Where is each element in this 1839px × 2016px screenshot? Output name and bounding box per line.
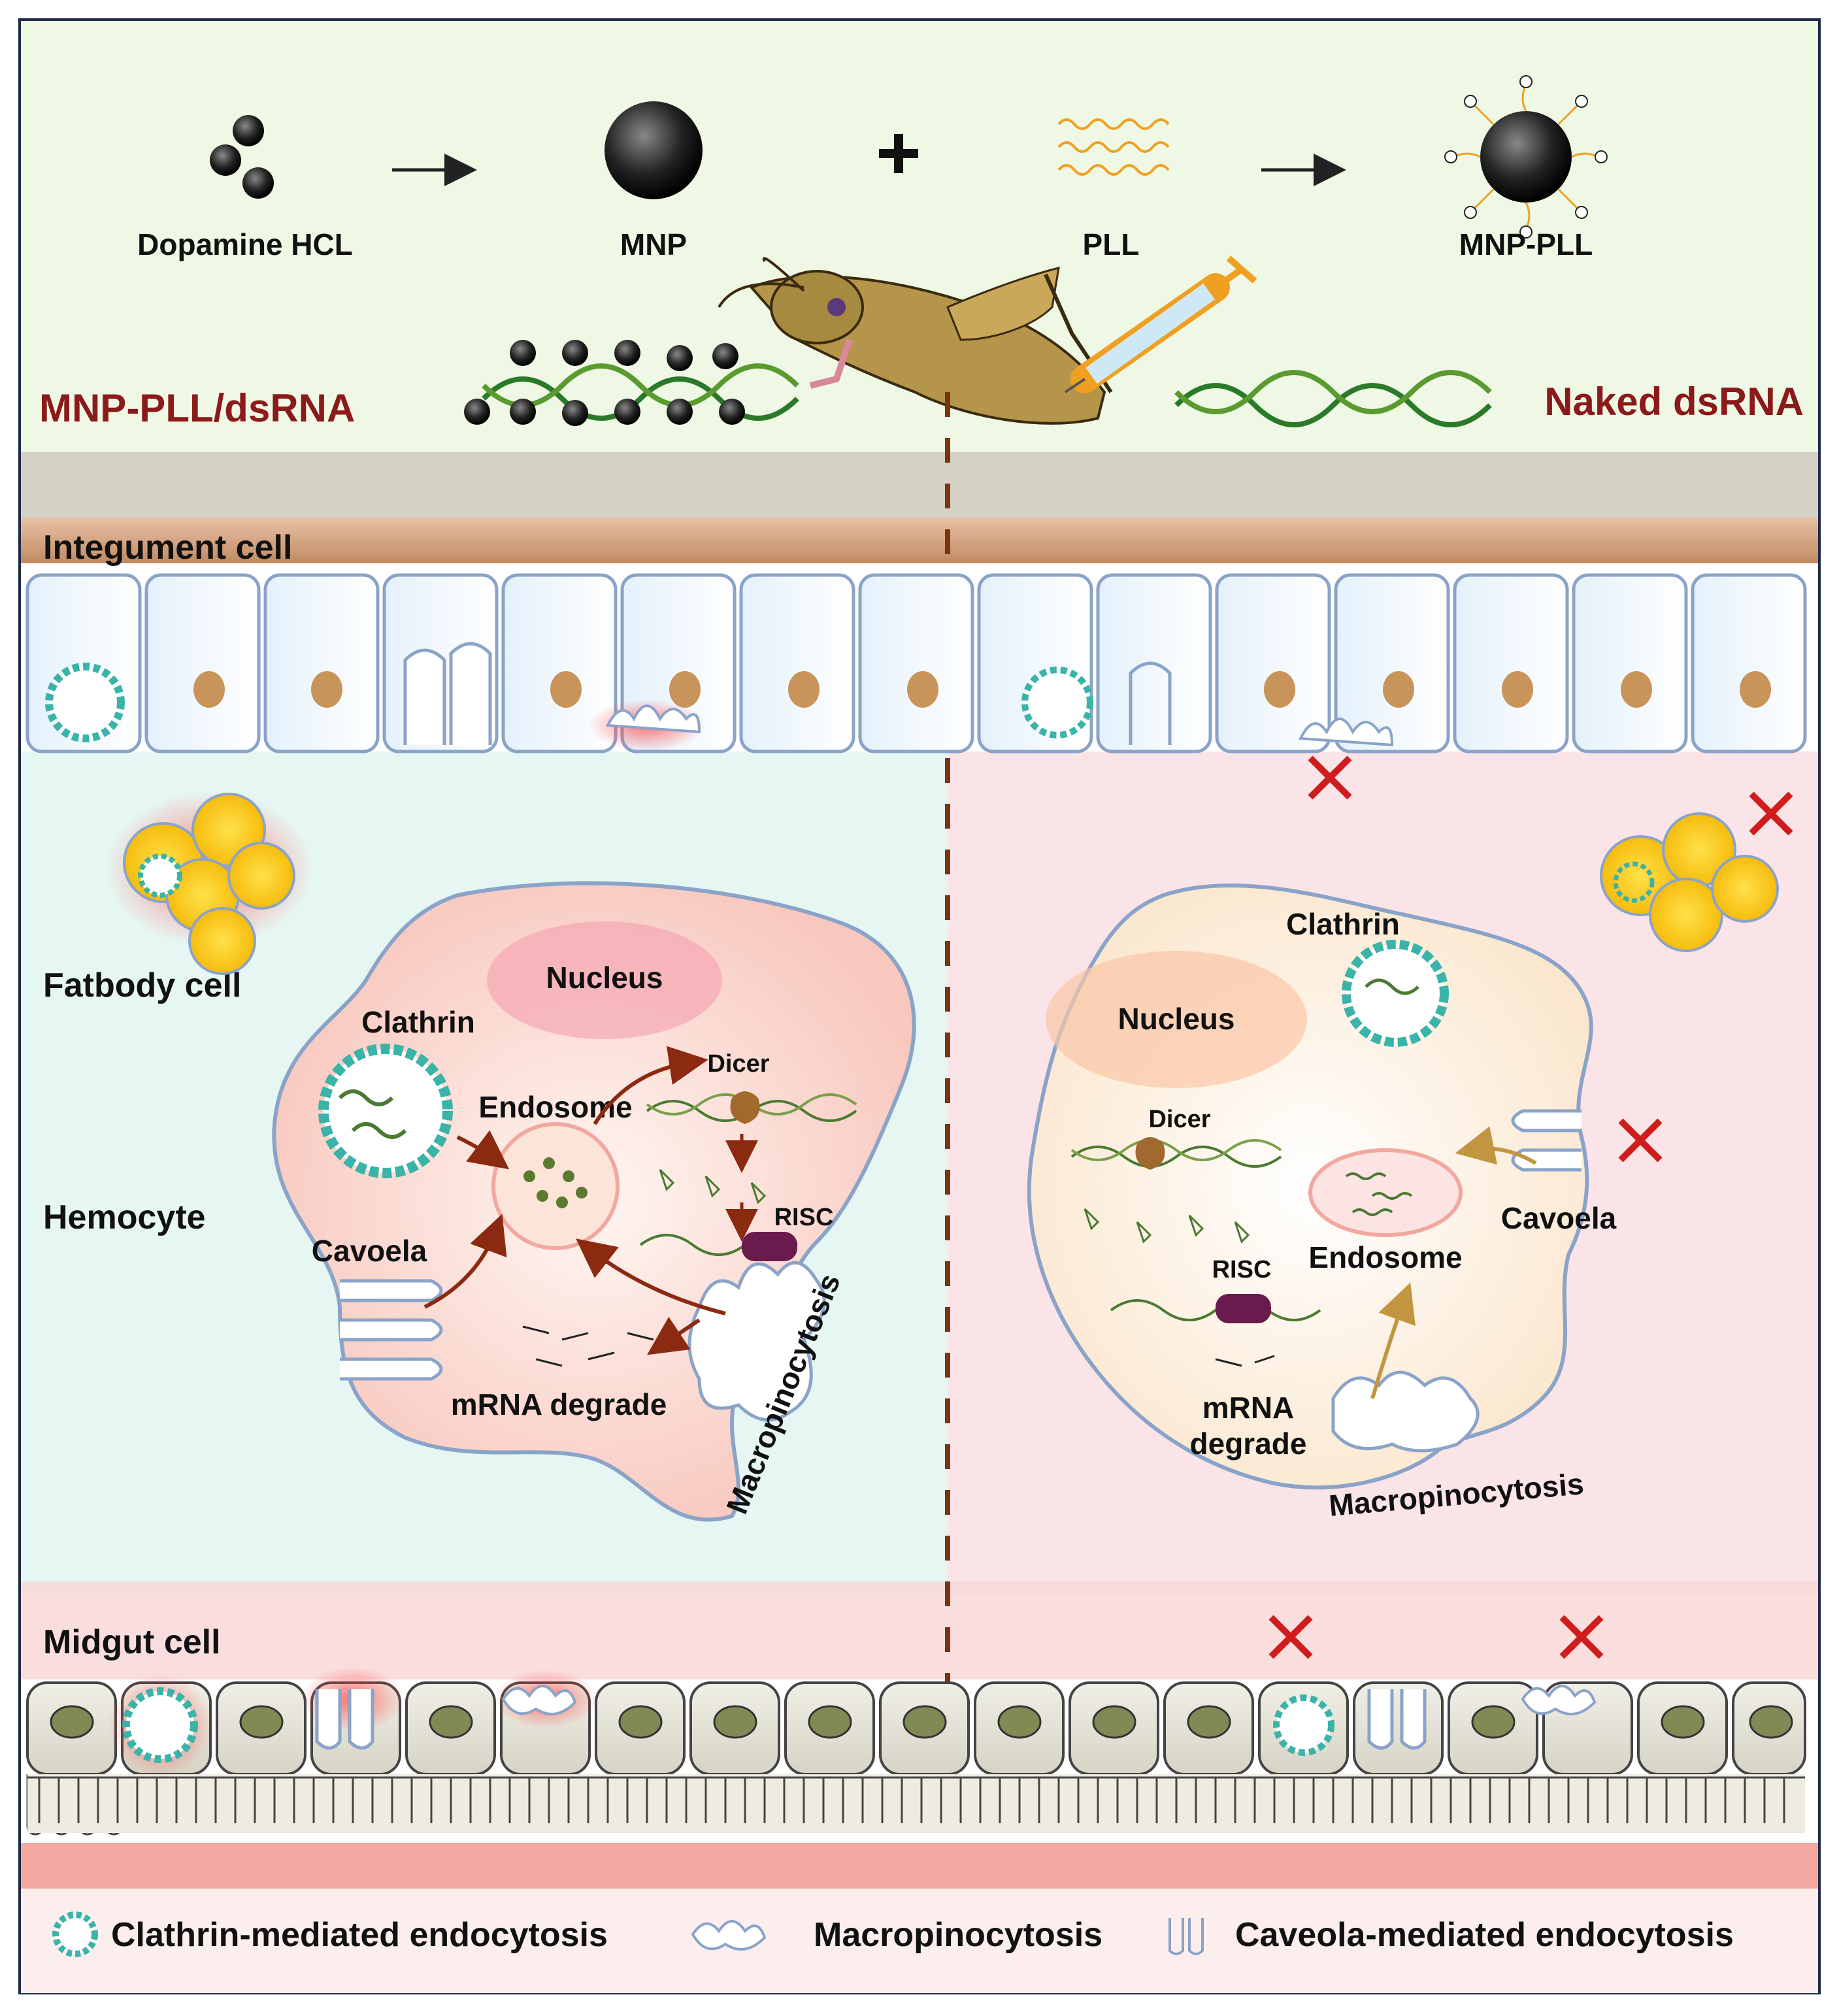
mrna-right-label-1: mRNA [1202,1391,1295,1425]
clathrin-vesicle-left [318,1044,453,1178]
integument-cell-row [25,573,1807,753]
midgut-label: Midgut cell [43,1623,221,1661]
block-cross-caveola [1618,1118,1663,1163]
sirna-left [659,1168,767,1204]
mrna-fragments-right [1215,1355,1275,1367]
clathrin-left-label: Clathrin [361,1005,475,1039]
naked-dsrna-icon [1174,370,1492,427]
integument-nuclei [193,671,1771,708]
treatment-right-label: Naked dsRNA [1544,380,1804,423]
nucleus-left [487,921,722,1039]
mnp-pll-label: MNP-PLL [1459,227,1593,261]
endosome-right [1308,1148,1463,1237]
midgut-basal-band [21,1843,1818,1889]
pll-label: PLL [1083,227,1140,261]
hemocyte-label: Hemocyte [43,1198,206,1236]
legend-clathrin-icon [52,1911,98,1957]
risc-left-icon [639,1232,799,1261]
midgut-microvilli [26,1774,123,1836]
arrow-risc-mrna [647,1317,701,1355]
integument-band [21,518,1818,563]
dopamine-label: Dopamine HCL [137,227,353,261]
complex-dsrna-icon [464,340,799,426]
midgut-uptake-left [108,1666,598,1777]
mnp-pll-icon [1444,75,1608,239]
block-cross-midgut-1 [1268,1615,1313,1659]
dicer-left-label: Dicer [707,1050,769,1078]
integument-label: Integument cell [43,529,292,567]
endosome-right-label: Endosome [1308,1240,1462,1274]
fatbody-label: Fatbody cell [43,967,241,1004]
endosome-left-cargo [523,1157,588,1208]
cuticle-band [21,452,1818,518]
caveola-right-label: Cavoela [1501,1201,1617,1235]
arrow-clathrin-endosome [456,1130,510,1170]
block-cross-midgut-2 [1559,1615,1604,1659]
mnp-particle-icon [605,101,703,199]
arrow-macro-endosome [576,1238,726,1315]
fatbody-left-icon [105,791,314,975]
risc-left-label: RISC [774,1204,834,1231]
dopamine-icon [210,115,274,199]
risc-right-icon [1110,1294,1321,1323]
clathrin-vesicle-right [1342,940,1449,1047]
macropinocytosis-left-icon [688,1261,826,1422]
midgut-brush-border [27,1774,1805,1833]
pll-polymer-icon [1057,118,1170,176]
endosome-left [491,1122,620,1250]
legend-caveola-icon [1168,1918,1204,1955]
locust-icon [718,257,1113,425]
mrna-fragments-left [522,1325,654,1367]
dicer-right-label: Dicer [1148,1106,1210,1133]
caveola-left-icon [340,1279,443,1381]
arrow-macro-endosome-right [1370,1282,1416,1399]
nucleus-left-label: Nucleus [546,961,663,995]
dicer-left-icon [646,1091,857,1124]
risc-right-label: RISC [1212,1256,1272,1283]
clathrin-right-label: Clathrin [1286,907,1400,941]
block-cross-fatbody [1749,791,1793,836]
arrow-endosome-dicer [593,1046,708,1125]
arrow-caveola-endosome-right [1455,1126,1537,1165]
legend-macro-icon [691,1920,767,1951]
nucleus-right [1046,951,1307,1088]
block-cross-integument [1308,755,1352,800]
legend-macro-label: Macropinocytosis [814,1916,1102,1954]
midgut-lumen-bg [21,1581,1818,1679]
legend-caveola-label: Caveola-mediated endocytosis [1235,1916,1734,1954]
syringe-icon [1064,256,1257,393]
macropinocytosis-right-icon [1331,1370,1480,1453]
midgut-uptake-right [1273,1685,1597,1756]
caveola-right-icon [1511,1109,1582,1172]
caveola-left-label: Cavoela [312,1234,427,1268]
legend-clathrin-label: Clathrin-mediated endocytosis [111,1916,608,1954]
integument-uptake-right [1021,661,1394,747]
plus-icon [879,134,918,173]
mrna-right-label-2: degrade [1190,1427,1307,1461]
midgut-nuclei [50,1705,1793,1739]
nucleus-right-label: Nucleus [1118,1002,1235,1036]
fatbody-right-icon [1600,812,1779,952]
integument-uptake-left [45,642,706,752]
treatment-left-label: MNP-PLL/dsRNA [39,386,355,430]
arrow-caveola-endosome [423,1214,507,1309]
legend-bg [21,1889,1818,1993]
mrna-left-label: mRNA degrade [451,1387,667,1421]
endosome-right-cargo [1345,1172,1413,1216]
dicer-right-icon [1070,1137,1282,1170]
mnp-label: MNP [620,227,687,261]
sirna-right [1084,1208,1250,1244]
